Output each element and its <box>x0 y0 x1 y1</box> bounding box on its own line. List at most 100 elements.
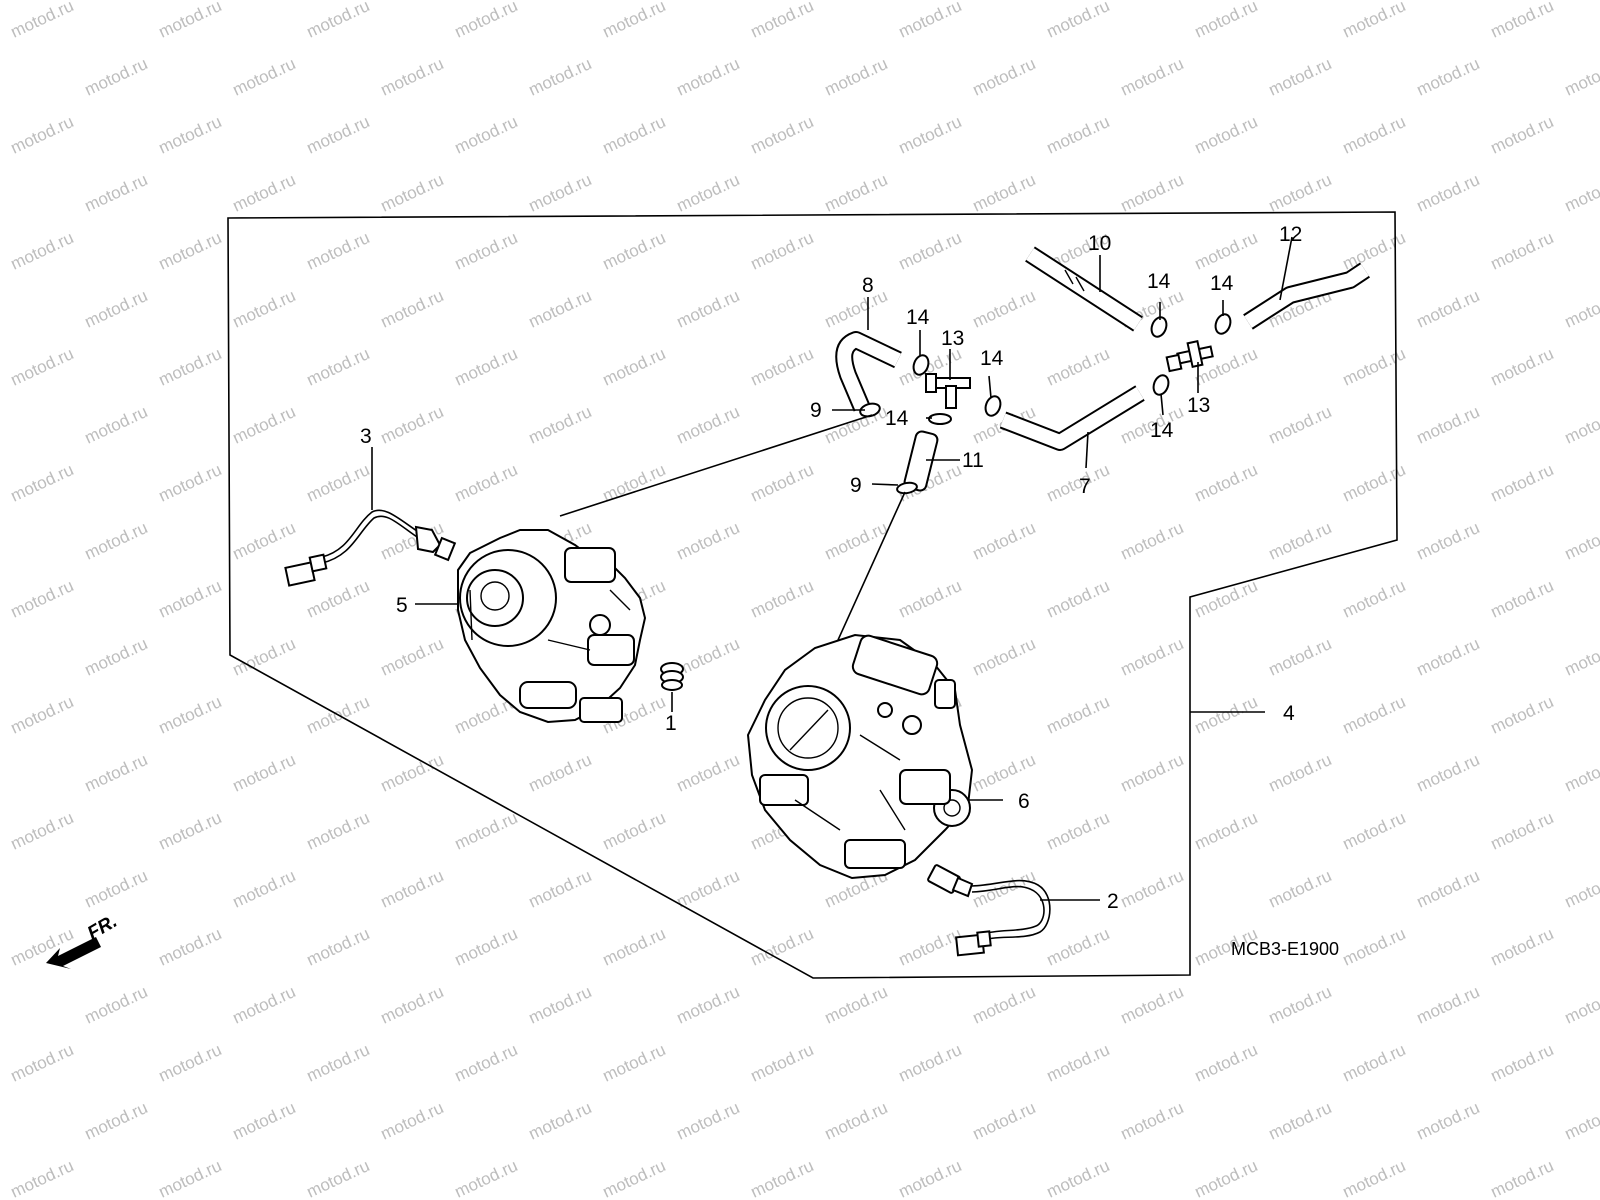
watermark-text: motod.ru <box>378 634 447 680</box>
watermark-text: motod.ru <box>230 982 299 1028</box>
watermark-text: motod.ru <box>822 1098 891 1144</box>
watermark-text: motod.ru <box>230 402 299 448</box>
watermark-text: motod.ru <box>452 344 521 390</box>
watermark-text: motod.ru <box>1044 0 1113 42</box>
connector-line-hose-8 <box>559 414 873 517</box>
watermark-text: motod.ru <box>748 576 817 622</box>
callout-numbers: 1 2 3 4 5 6 7 8 9 9 10 11 12 13 13 14 14… <box>360 223 1302 913</box>
watermark-text: motod.ru <box>674 982 743 1028</box>
front-arrow-icon <box>46 937 101 969</box>
watermark-text: motod.ru <box>82 170 151 216</box>
watermark-text: motod.ru <box>156 344 225 390</box>
watermark-text: motod.ru <box>1118 170 1187 216</box>
watermark-text: motod.ru <box>970 982 1039 1028</box>
watermark-text: motod.ru <box>1192 112 1261 158</box>
watermark-text: motod.ru <box>0 54 2 100</box>
watermark-text: motod.ru <box>1118 54 1187 100</box>
watermark-text: motod.ru <box>1118 1098 1187 1144</box>
callout-14-b: 14 <box>980 347 1004 370</box>
watermark-text: motod.ru <box>304 228 373 274</box>
watermark-text: motod.ru <box>1414 54 1483 100</box>
watermark-text: motod.ru <box>896 112 965 158</box>
watermark-text: motod.ru <box>970 170 1039 216</box>
watermark-text: motod.ru <box>156 0 225 42</box>
watermark-text: motod.ru <box>1414 634 1483 680</box>
watermark-text: motod.ru <box>8 112 77 158</box>
callout-7: 7 <box>1079 475 1091 498</box>
watermark-text: motod.ru <box>82 54 151 100</box>
watermark-text: motod.ru <box>1340 1156 1409 1200</box>
watermark-text: motod.ru <box>1118 750 1187 796</box>
watermark-text: motod.ru <box>452 0 521 42</box>
watermark-text: motod.ru <box>1340 808 1409 854</box>
watermark-text: motod.ru <box>230 750 299 796</box>
watermark-text: motod.ru <box>1266 170 1335 216</box>
part-13-tee-joint-left <box>925 373 971 409</box>
watermark-text: motod.ru <box>8 228 77 274</box>
watermark-text: motod.ru <box>674 750 743 796</box>
watermark-text: motod.ru <box>748 0 817 42</box>
watermark-text: motod.ru <box>1340 576 1409 622</box>
watermark-text: motod.ru <box>674 54 743 100</box>
watermark-text: motod.ru <box>0 1098 2 1144</box>
watermark-text: motod.ru <box>1340 228 1409 274</box>
callout-6: 6 <box>1018 790 1030 813</box>
watermark-text: motod.ru <box>156 576 225 622</box>
callout-9-top: 9 <box>810 399 822 422</box>
front-label: FR. <box>84 911 121 944</box>
callout-2: 2 <box>1107 890 1119 913</box>
watermark-text: motod.ru <box>822 170 891 216</box>
watermark-text: motod.ru <box>1192 1040 1261 1086</box>
watermark-text: motod.ru <box>1414 402 1483 448</box>
watermark-text: motod.ru <box>896 0 965 42</box>
watermark-text: motod.ru <box>600 344 669 390</box>
watermark-text: motod.ru <box>378 866 447 912</box>
watermark-text: motod.ru <box>1340 1040 1409 1086</box>
watermark-text: motod.ru <box>1562 750 1600 796</box>
watermark-text: motod.ru <box>378 286 447 332</box>
watermark-text: motod.ru <box>1488 1040 1557 1086</box>
watermark-text: motod.ru <box>822 286 891 332</box>
watermark-text: motod.ru <box>82 518 151 564</box>
watermark-text: motod.ru <box>304 112 373 158</box>
watermark-text: motod.ru <box>378 750 447 796</box>
watermark-text: motod.ru <box>1118 518 1187 564</box>
watermark-text: motod.ru <box>600 1040 669 1086</box>
part-8-hose <box>835 331 902 412</box>
watermark-text: motod.ru <box>1488 112 1557 158</box>
watermark-text: motod.ru <box>0 750 2 796</box>
part-6-carburetor-right <box>746 633 974 880</box>
watermark-text: motod.ru <box>970 750 1039 796</box>
watermark-text: motod.ru <box>1192 1156 1261 1200</box>
watermark-text: motod.ru <box>600 924 669 970</box>
watermark-text: motod.ru <box>304 0 373 42</box>
watermark-text: motod.ru <box>1044 692 1113 738</box>
watermark-text: motod.ru <box>1562 286 1600 332</box>
watermark-text: motod.ru <box>1192 460 1261 506</box>
watermark-text: motod.ru <box>822 54 891 100</box>
watermark-text: motod.ru <box>8 344 77 390</box>
part-3-sensor-lead <box>284 509 457 587</box>
watermark-text: motod.ru <box>304 924 373 970</box>
callout-14-e: 14 <box>1150 419 1174 442</box>
watermark-text: motod.ru <box>748 1156 817 1200</box>
watermark-text: motod.ru <box>304 808 373 854</box>
watermark-text: motod.ru <box>1266 1098 1335 1144</box>
watermark-text: motod.ru <box>1414 518 1483 564</box>
watermark-text: motod.ru <box>82 750 151 796</box>
watermark-text: motod.ru <box>970 634 1039 680</box>
watermark-text: motod.ru <box>896 924 965 970</box>
watermark-text: motod.ru <box>1340 0 1409 42</box>
watermark-text: motod.ru <box>452 1156 521 1200</box>
watermark-text: motod.ru <box>0 982 2 1028</box>
watermark-text: motod.ru <box>0 518 2 564</box>
watermark-text: motod.ru <box>1562 634 1600 680</box>
watermark-text: motod.ru <box>0 170 2 216</box>
watermark-text: motod.ru <box>230 54 299 100</box>
watermark-text: motod.ru <box>156 692 225 738</box>
watermark-text: motod.ru <box>82 982 151 1028</box>
watermark-text: motod.ru <box>1192 692 1261 738</box>
connector-line-hose-11 <box>837 491 906 641</box>
watermark-text: motod.ru <box>230 518 299 564</box>
watermark-text: motod.ru <box>1044 1156 1113 1200</box>
